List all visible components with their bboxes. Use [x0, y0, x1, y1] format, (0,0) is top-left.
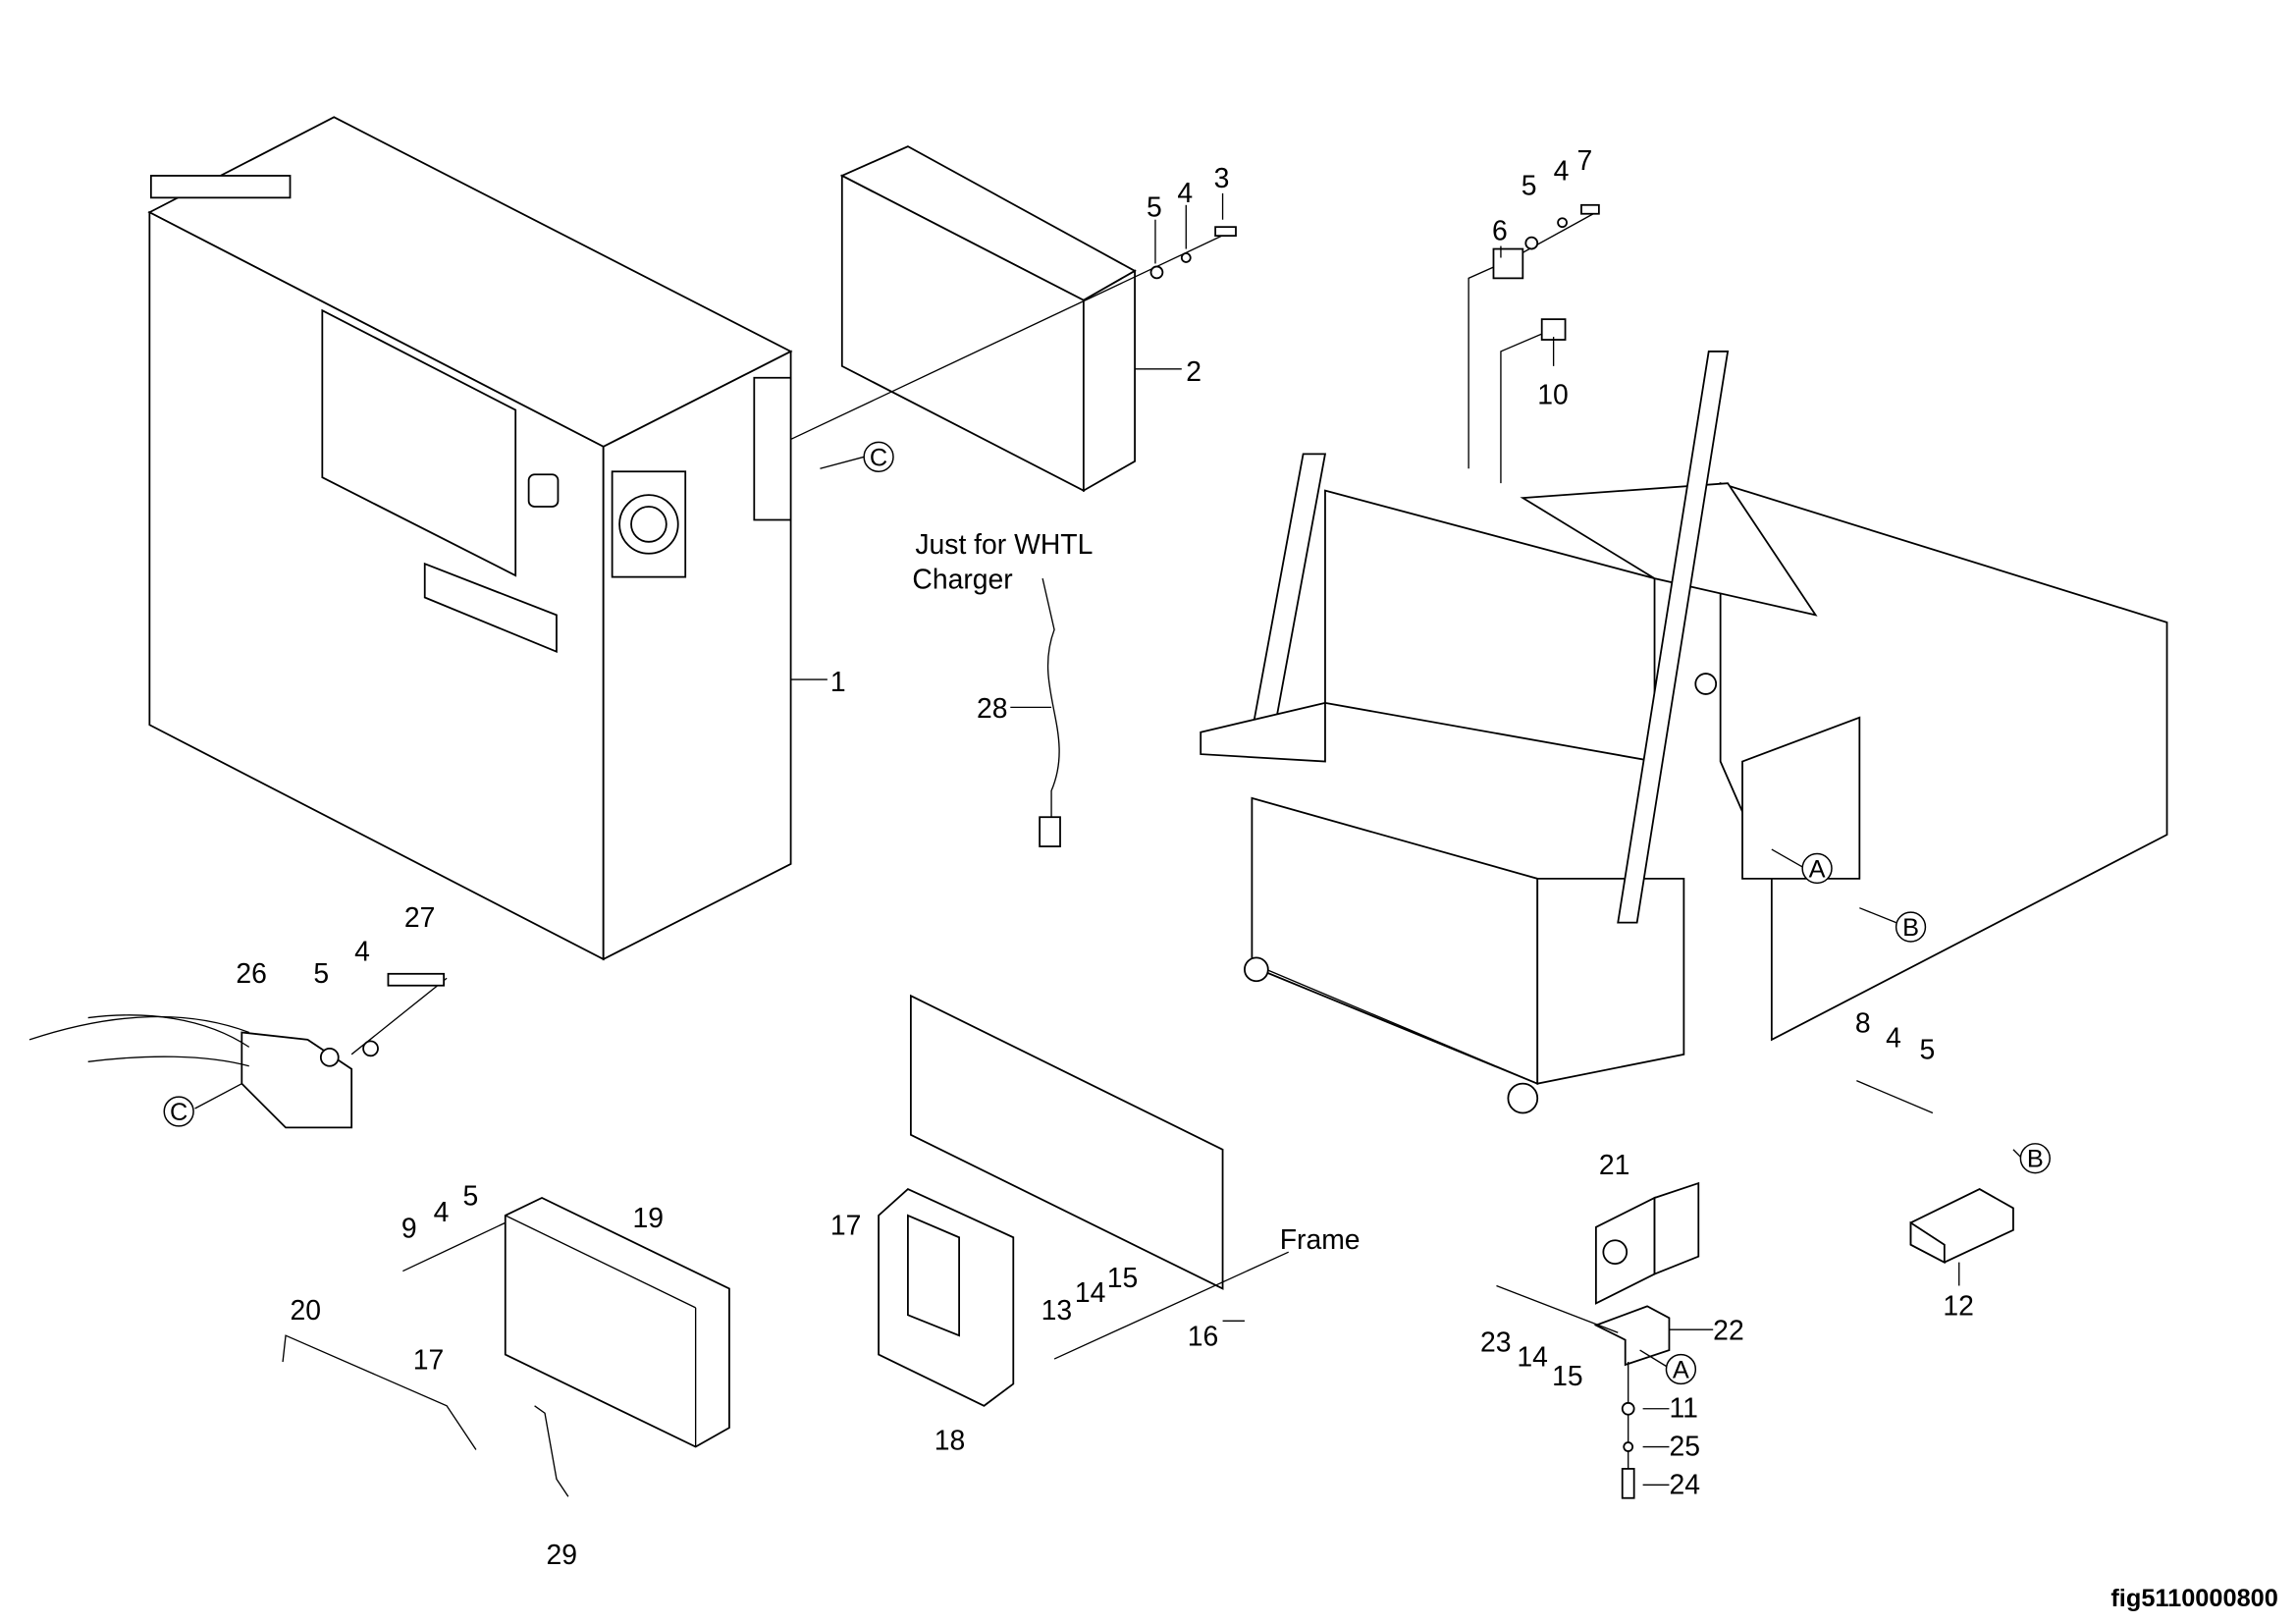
callout-7: 7 — [1576, 145, 1592, 177]
callouts: 1 2 3 4 5 6 5 4 7 10 28 27 26 5 4 19 9 4… — [236, 145, 1974, 1571]
callout-9: 9 — [401, 1213, 417, 1244]
callout-14: 14 — [1517, 1342, 1548, 1374]
callout-12: 12 — [1943, 1290, 1974, 1322]
frame-note: Frame — [1280, 1224, 1361, 1256]
callout-15: 15 — [1107, 1263, 1139, 1294]
figure-id: fig5110000800 — [2110, 1585, 2278, 1612]
callout-24: 24 — [1669, 1469, 1700, 1500]
callout-5: 5 — [1522, 170, 1537, 201]
ref-a: A — [1809, 855, 1826, 883]
fasteners — [319, 203, 1934, 1499]
callout-4: 4 — [1554, 155, 1570, 187]
motor-controller-part-19 — [504, 1196, 730, 1448]
cable-part-29 — [534, 1405, 569, 1497]
callout-21: 21 — [1599, 1150, 1630, 1181]
controller-part-18 — [878, 1187, 1015, 1407]
ref-b: B — [2027, 1146, 2044, 1173]
callout-4: 4 — [434, 1197, 450, 1228]
callout-14: 14 — [1075, 1277, 1106, 1309]
callout-18: 18 — [934, 1426, 966, 1457]
truck-frame — [1200, 351, 2168, 1114]
callout-19: 19 — [633, 1203, 665, 1234]
callout-13: 13 — [1041, 1295, 1073, 1326]
callout-11: 11 — [1669, 1393, 1697, 1425]
callout-10: 10 — [1537, 380, 1569, 411]
callout-27: 27 — [404, 902, 436, 934]
ref-b: B — [1902, 914, 1919, 942]
callout-5: 5 — [1919, 1034, 1935, 1065]
callout-28: 28 — [977, 693, 1008, 725]
callout-3: 3 — [1214, 163, 1230, 194]
callout-5: 5 — [463, 1180, 479, 1212]
callout-5: 5 — [313, 958, 329, 990]
charger-cable-part-28 — [1041, 577, 1060, 821]
callout-23: 23 — [1480, 1327, 1512, 1359]
callout-22: 22 — [1713, 1316, 1744, 1347]
charger-note-line2: Charger — [912, 565, 1012, 596]
mounting-plate-part-16 — [909, 994, 1224, 1290]
ref-a: A — [1673, 1356, 1689, 1383]
callout-4: 4 — [1886, 1022, 1901, 1054]
callout-17: 17 — [830, 1210, 862, 1241]
callout-4: 4 — [1177, 178, 1193, 209]
ref-c: C — [870, 444, 887, 471]
callout-26: 26 — [236, 958, 267, 990]
callout-16: 16 — [1188, 1322, 1219, 1353]
callout-17: 17 — [413, 1344, 445, 1376]
callout-6: 6 — [1492, 216, 1508, 247]
callout-8: 8 — [1855, 1007, 1871, 1039]
controller-part-2 — [839, 145, 1137, 493]
reference-markers: C C A B B A — [163, 441, 2051, 1385]
callout-4: 4 — [354, 936, 370, 967]
cable-part-20 — [282, 1334, 477, 1450]
callout-15: 15 — [1552, 1361, 1583, 1392]
bracket-part-22 — [1593, 1305, 1671, 1367]
battery-box-part-1 — [147, 116, 793, 961]
contactor-part-21 — [1594, 1181, 1700, 1305]
callout-1: 1 — [830, 667, 846, 698]
ref-c: C — [170, 1099, 187, 1126]
callout-29: 29 — [547, 1540, 578, 1571]
callout-5: 5 — [1147, 192, 1162, 224]
leader-lines — [790, 192, 1960, 1486]
charger-note-line1: Just for WHTL — [915, 529, 1093, 561]
callout-20: 20 — [291, 1295, 322, 1326]
callout-25: 25 — [1669, 1431, 1700, 1462]
callout-2: 2 — [1186, 356, 1201, 388]
